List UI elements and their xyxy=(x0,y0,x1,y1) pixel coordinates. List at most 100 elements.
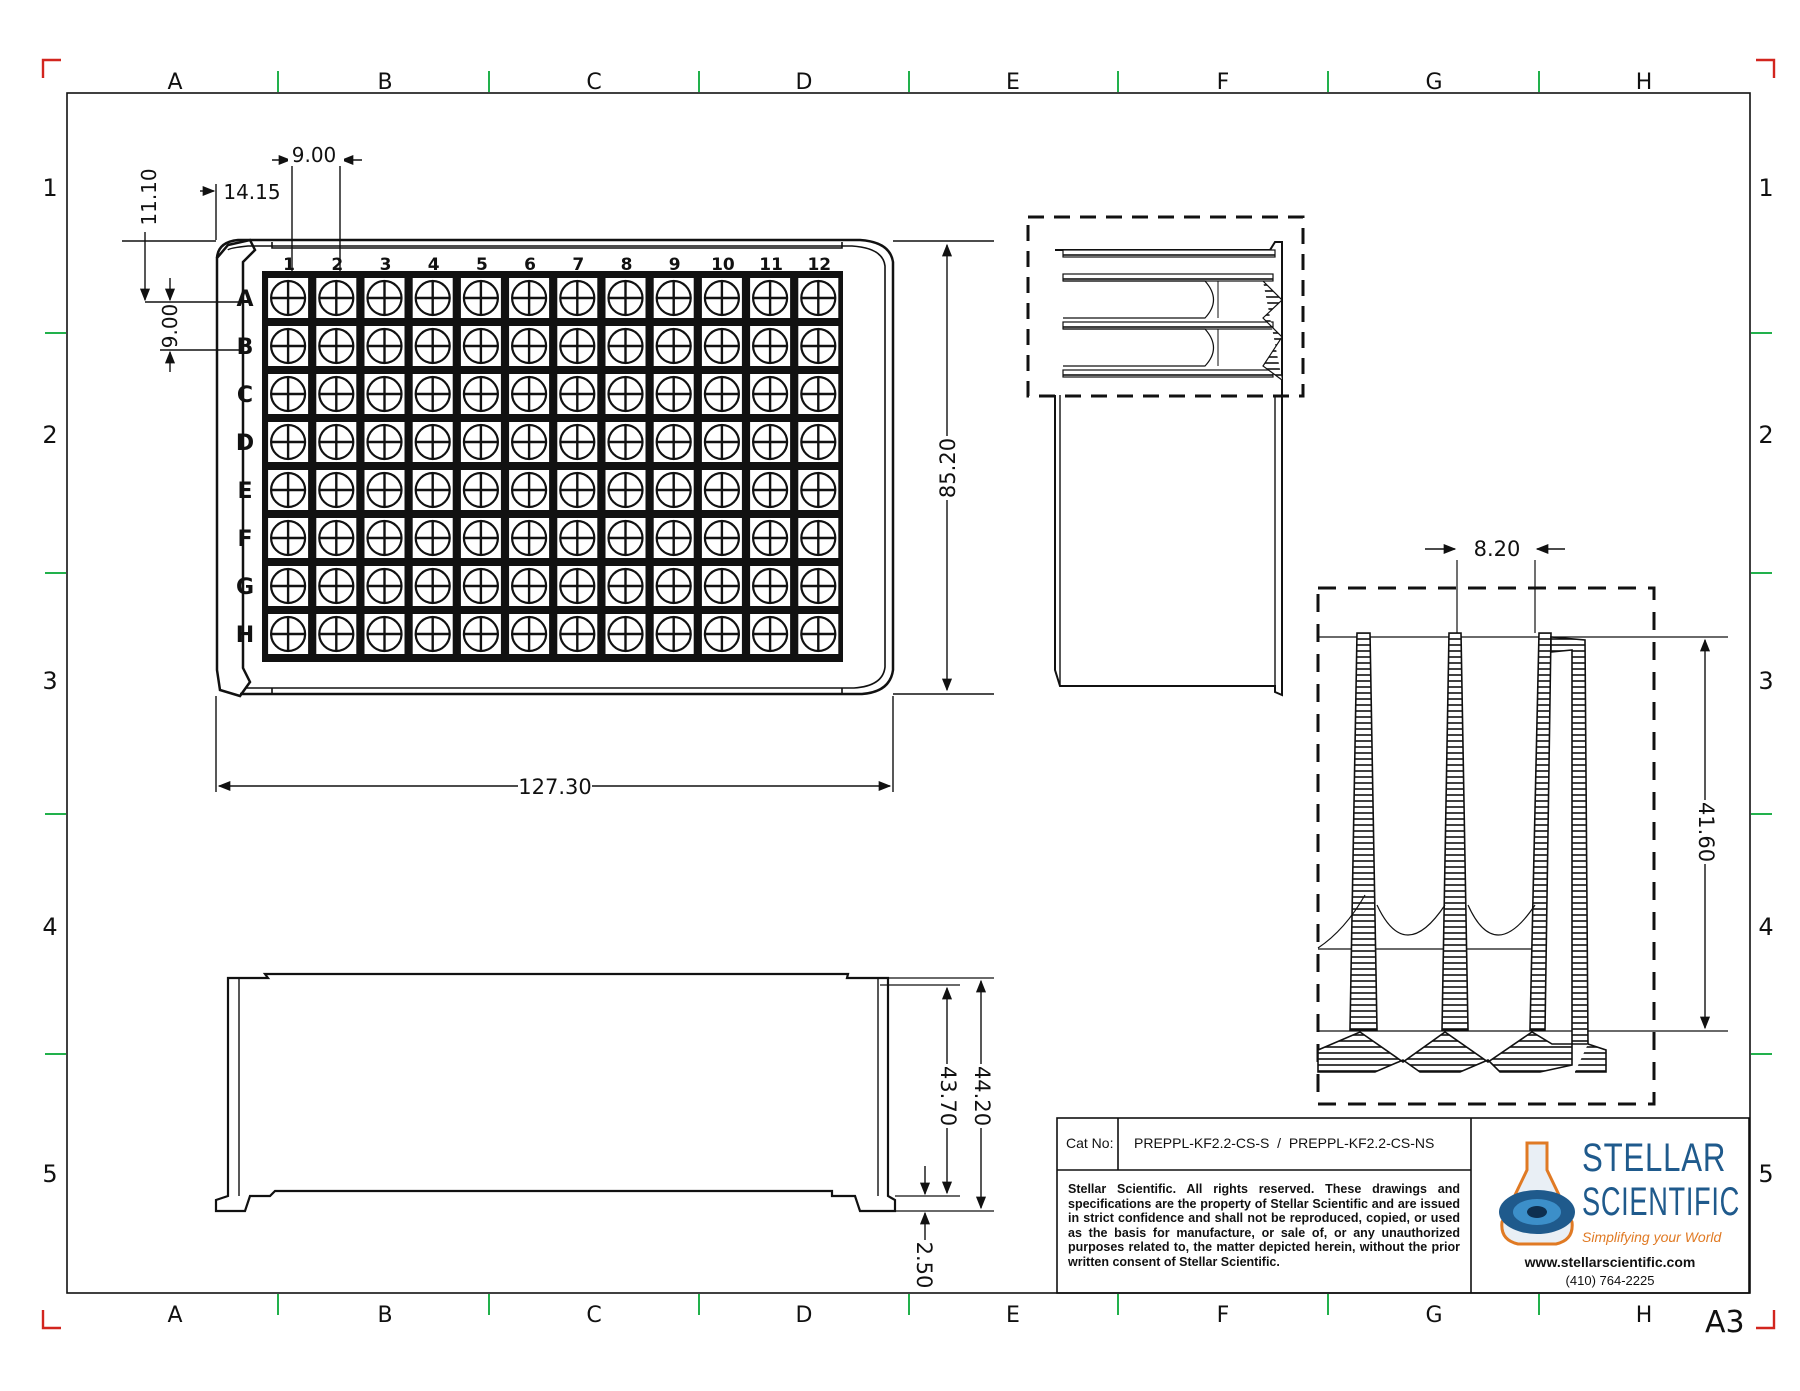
dim-pitch-y: 9.00 xyxy=(158,304,182,349)
well xyxy=(460,278,501,318)
border-col-G: G xyxy=(1425,70,1442,95)
dim-offset-y: 11.10 xyxy=(137,168,161,225)
well xyxy=(750,374,791,414)
well xyxy=(268,470,309,510)
well xyxy=(364,278,405,318)
border-col-A: A xyxy=(167,1303,182,1328)
well xyxy=(364,614,405,654)
well xyxy=(653,278,694,318)
well xyxy=(557,326,598,366)
dim-offset-x: 14.15 xyxy=(223,180,280,204)
well xyxy=(316,374,357,414)
plate-col-label: 2 xyxy=(331,255,343,275)
well xyxy=(750,614,791,654)
well xyxy=(316,278,357,318)
well xyxy=(750,422,791,462)
well xyxy=(701,422,742,462)
title-block xyxy=(1056,1117,1750,1294)
well xyxy=(557,470,598,510)
border-col-H: H xyxy=(1636,70,1653,95)
border-row-1: 1 xyxy=(42,174,57,202)
well xyxy=(798,470,839,510)
plate-top-view xyxy=(215,238,895,698)
well xyxy=(509,566,550,606)
dim-inner-height: 43.70 xyxy=(936,1066,960,1126)
border-col-A: A xyxy=(167,70,182,95)
border-col-B: B xyxy=(377,70,392,95)
well xyxy=(798,374,839,414)
well xyxy=(509,614,550,654)
border-row-labels-right: 1 2 3 4 5 xyxy=(1758,174,1773,1188)
well xyxy=(701,326,742,366)
cat-label: Cat No: xyxy=(1066,1135,1114,1151)
well xyxy=(316,470,357,510)
flask-logo-icon xyxy=(1499,1141,1575,1246)
well xyxy=(701,518,742,558)
well xyxy=(460,470,501,510)
well xyxy=(364,326,405,366)
border-row-1: 1 xyxy=(1758,174,1773,202)
well xyxy=(316,326,357,366)
well xyxy=(268,326,309,366)
side-view-dimension-labels: 43.70 44.20 2.50 xyxy=(912,1064,994,1288)
sheet-size-label: A3 xyxy=(1705,1305,1745,1340)
border-col-G: G xyxy=(1425,1303,1442,1328)
well xyxy=(798,326,839,366)
well xyxy=(605,278,646,318)
top-view-dimension-labels: 9.00 14.15 11.10 9.00 85.20 127.30 xyxy=(137,142,960,799)
plate-row-label: C xyxy=(237,383,253,408)
well xyxy=(509,326,550,366)
border-row-2: 2 xyxy=(1758,421,1773,449)
well xyxy=(605,518,646,558)
well xyxy=(364,566,405,606)
border-col-C: C xyxy=(586,70,601,95)
well xyxy=(653,614,694,654)
well xyxy=(653,470,694,510)
well xyxy=(460,614,501,654)
detail-section xyxy=(1316,543,1728,1106)
plate-row-label: A xyxy=(236,287,253,312)
plate-row-label: D xyxy=(236,431,254,456)
well xyxy=(605,326,646,366)
plate-col-label: 7 xyxy=(572,255,584,275)
well xyxy=(460,374,501,414)
well xyxy=(412,518,453,558)
border-row-3: 3 xyxy=(1758,667,1773,695)
border-row-4: 4 xyxy=(1758,913,1773,941)
well xyxy=(605,422,646,462)
corner-marks xyxy=(41,58,1776,1330)
well xyxy=(653,566,694,606)
border-col-D: D xyxy=(796,70,813,95)
border-row-4: 4 xyxy=(42,913,57,941)
well xyxy=(268,278,309,318)
dim-skirt-height: 2.50 xyxy=(912,1242,936,1289)
copyright-notice: Stellar Scientific. All rights reserved.… xyxy=(1068,1182,1460,1269)
well xyxy=(412,374,453,414)
border-col-H: H xyxy=(1636,1303,1653,1328)
well xyxy=(557,518,598,558)
cat-number: PREPPL-KF2.2-CS-S / PREPPL-KF2.2-CS-NS xyxy=(1134,1135,1435,1151)
well xyxy=(316,566,357,606)
well xyxy=(605,374,646,414)
well xyxy=(509,518,550,558)
well xyxy=(364,374,405,414)
border-row-5: 5 xyxy=(42,1160,57,1188)
plate-col-label: 8 xyxy=(621,255,633,275)
plate-col-label: 9 xyxy=(669,255,681,275)
dim-plate-height: 85.20 xyxy=(936,438,960,498)
well xyxy=(798,614,839,654)
well xyxy=(798,566,839,606)
plate-col-label: 5 xyxy=(476,255,488,275)
plate-row-label: H xyxy=(236,623,254,648)
border-row-5: 5 xyxy=(1758,1160,1773,1188)
well xyxy=(509,278,550,318)
border-col-C: C xyxy=(586,1303,601,1328)
well xyxy=(460,566,501,606)
plate-row-label: E xyxy=(237,479,252,504)
border-col-D: D xyxy=(796,1303,813,1328)
well xyxy=(364,518,405,558)
well xyxy=(268,566,309,606)
